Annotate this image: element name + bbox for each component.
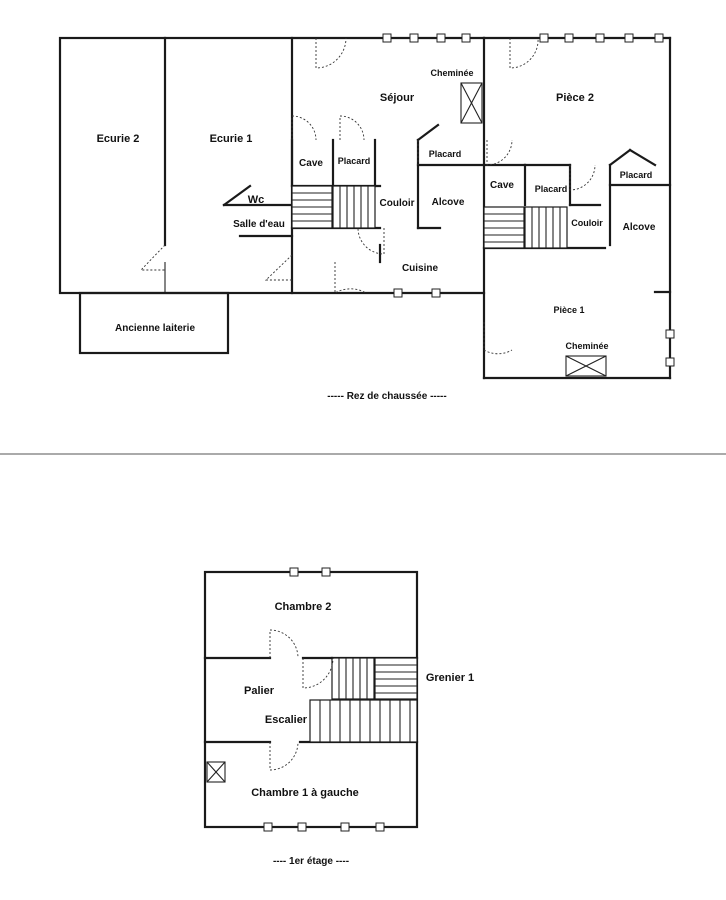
room-label-cave-right: Cave — [490, 180, 514, 191]
room-label-couloir-left: Couloir — [380, 198, 415, 209]
ground-floor-plan — [58, 33, 675, 380]
room-label-grenier1: Grenier 1 — [426, 672, 474, 684]
ground-doors — [139, 37, 596, 355]
room-label-ecurie1: Ecurie 1 — [210, 133, 253, 145]
piece1-fireplace — [565, 355, 607, 377]
first-floor-stairs — [309, 657, 418, 743]
room-label-laiterie: Ancienne laiterie — [115, 323, 195, 334]
first-floor-fireplace — [206, 761, 226, 783]
room-label-placard-mid: Placard — [429, 149, 462, 159]
room-label-salle-deau: Salle d'eau — [233, 219, 285, 230]
room-label-placard-far: Placard — [620, 170, 653, 180]
room-label-palier: Palier — [244, 685, 275, 697]
first-floor-caption: ---- 1er étage ---- — [273, 856, 349, 867]
first-floor-doors — [269, 629, 334, 771]
room-label-alcove-right: Alcove — [623, 222, 656, 233]
ground-floor-caption: ----- Rez de chaussée ----- — [327, 391, 446, 402]
room-label-alcove-left: Alcove — [432, 197, 465, 208]
ground-stairs-center — [291, 185, 376, 229]
room-label-cave-left: Cave — [299, 158, 323, 169]
room-label-piece2: Pièce 2 — [556, 92, 594, 104]
room-label-cheminee-piece1: Cheminée — [565, 341, 608, 351]
room-label-chambre2: Chambre 2 — [275, 601, 332, 613]
room-label-wc: Wc — [248, 194, 265, 206]
room-label-chambre1: Chambre 1 à gauche — [251, 787, 359, 799]
room-label-escalier: Escalier — [265, 714, 308, 726]
room-label-cuisine: Cuisine — [402, 263, 439, 274]
room-label-placard-left: Placard — [338, 156, 371, 166]
first-floor-windows — [263, 567, 385, 832]
room-label-piece1: Pièce 1 — [553, 305, 584, 315]
room-label-sejour: Séjour — [380, 92, 415, 104]
sejour-fireplace — [460, 82, 483, 124]
ground-windows — [382, 33, 675, 367]
room-label-placard-right: Placard — [535, 184, 568, 194]
first-floor-plan — [203, 567, 419, 832]
room-label-cheminee-sejour: Cheminée — [430, 68, 473, 78]
laiterie-outline — [78, 291, 230, 355]
room-label-couloir-right: Couloir — [571, 218, 603, 228]
ground-stairs-right — [483, 206, 568, 249]
room-label-ecurie2: Ecurie 2 — [97, 133, 140, 145]
